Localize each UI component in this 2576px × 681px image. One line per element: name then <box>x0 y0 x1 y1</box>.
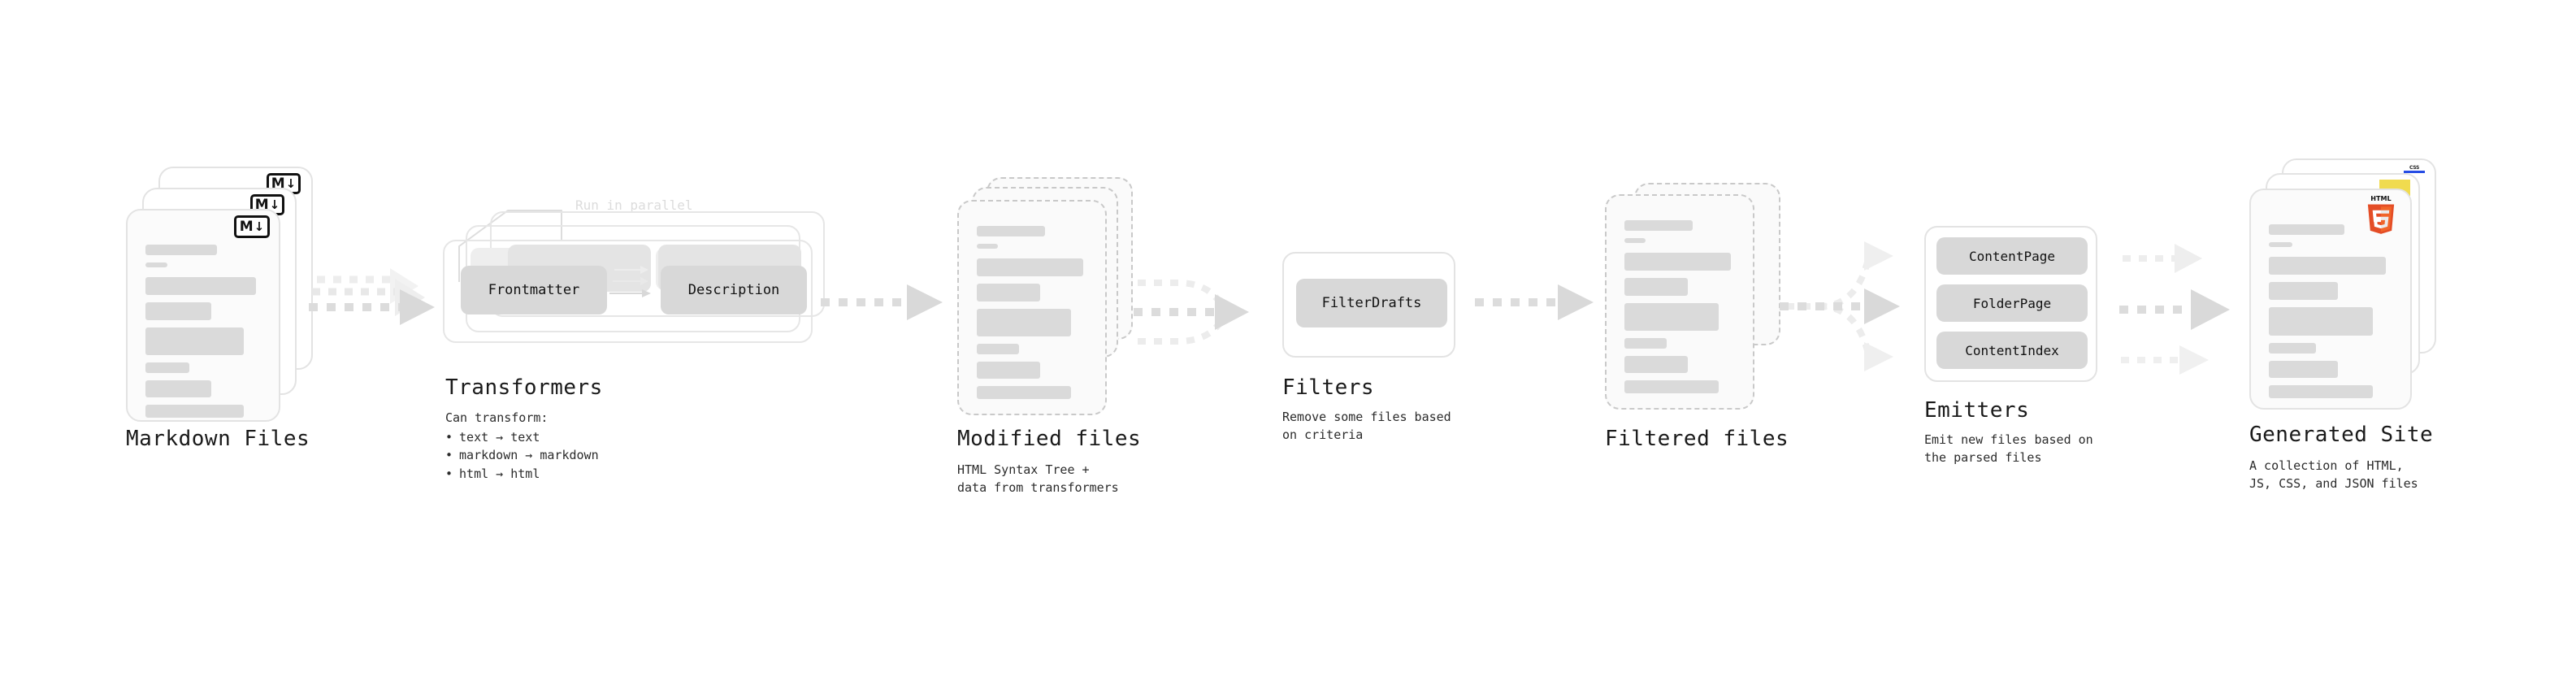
transformers-box-front <box>443 240 813 343</box>
filtered-files-stack <box>1605 183 1800 443</box>
arrow-emitters-to-generated <box>2119 244 2230 375</box>
filters-box: FilterDrafts <box>1282 252 1455 358</box>
arrow-modified-to-filters <box>1134 280 1249 345</box>
filtered-files-title: Filtered files <box>1605 427 1789 451</box>
markdown-icon-arrow: ↓ <box>254 219 265 234</box>
transformers-description: Can transform: text → text markdown → ma… <box>445 409 599 483</box>
markdown-icon-letter: M <box>239 218 254 235</box>
transformer-internal-arrows <box>609 266 651 297</box>
markdown-icon-letter: M <box>254 196 269 213</box>
modified-card-front <box>957 200 1107 415</box>
emitters-title: Emitters <box>1924 398 2030 423</box>
emitters-subtitle: Emit new files based on the parsed files <box>1924 432 2093 465</box>
generated-skeleton-bars <box>2251 190 2410 406</box>
run-in-parallel-bracket <box>458 210 562 282</box>
emitters-box: ContentPage FolderPage ContentIndex <box>1924 226 2097 382</box>
css-icon-underline <box>2404 171 2425 173</box>
modified-files-title: Modified files <box>957 427 1142 451</box>
markdown-icon: M ↓ <box>234 215 270 238</box>
transformer-pill-description[interactable]: Description <box>661 266 807 314</box>
modified-files-subtitle: HTML Syntax Tree + data from transformer… <box>957 462 1119 495</box>
transformers-title: Transformers <box>445 375 603 400</box>
modified-skeleton-bars <box>959 202 1105 406</box>
css-icon-label: CSS <box>2409 165 2419 171</box>
filter-pill-filterdrafts[interactable]: FilterDrafts <box>1296 279 1447 327</box>
markdown-files-stack: M ↓ M ↓ M ↓ <box>126 167 321 427</box>
transformer-pill-frontmatter[interactable]: Frontmatter <box>461 266 607 314</box>
html5-icon: HTML <box>2367 195 2395 234</box>
markdown-skeleton-bars <box>128 210 279 425</box>
emitter-pill-contentindex[interactable]: ContentIndex <box>1936 332 2088 369</box>
filtered-skeleton-bars <box>1607 196 1753 401</box>
filters-subtitle: Remove some files based on criteria <box>1282 410 1451 442</box>
transformers-list: text → text markdown → markdown html → h… <box>445 428 599 484</box>
transform-item: html → html <box>445 465 599 484</box>
transform-item: text → text <box>445 428 599 447</box>
emitter-pill-folderpage[interactable]: FolderPage <box>1936 284 2088 322</box>
arrow-filters-to-filtered <box>1475 284 1594 320</box>
markdown-icon-arrow: ↓ <box>269 197 280 212</box>
markdown-icon-letter: M <box>271 175 285 192</box>
run-in-parallel-label: Run in parallel <box>575 197 693 213</box>
arrow-transformers-to-modified <box>821 284 943 320</box>
transformers-lead: Can transform: <box>445 410 549 425</box>
arrow-filtered-to-emitters <box>1780 241 1900 371</box>
modified-files-stack <box>957 177 1152 437</box>
arrow-markdown-to-transformers <box>309 268 435 325</box>
generated-site-stack: CSS HTML <box>2249 158 2452 427</box>
markdown-card-front <box>126 209 280 422</box>
emitter-pill-contentpage[interactable]: ContentPage <box>1936 237 2088 275</box>
transformers-stack: Run in parallel x x x x Frontmatter Desc… <box>443 197 833 362</box>
generated-site-title: Generated Site <box>2249 423 2434 447</box>
svg-text:HTML: HTML <box>2370 195 2391 202</box>
filtered-card-front <box>1605 194 1754 410</box>
filters-title: Filters <box>1282 375 1375 400</box>
markdown-files-title: Markdown Files <box>126 427 310 451</box>
transform-item: markdown → markdown <box>445 446 599 465</box>
generated-site-subtitle: A collection of HTML, JS, CSS, and JSON … <box>2249 458 2418 491</box>
markdown-icon-arrow: ↓ <box>285 176 297 191</box>
